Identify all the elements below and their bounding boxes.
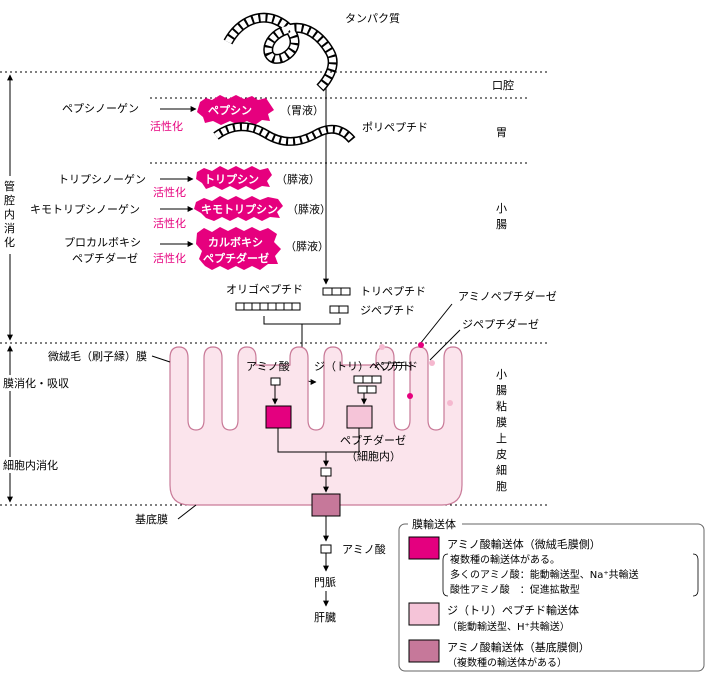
polypeptide-label: ポリペプチド bbox=[362, 121, 428, 134]
amino-acid-out-label: アミノ酸 bbox=[342, 542, 386, 556]
legend: 膜輸送体 アミノ酸輸送体（微絨毛膜側） 複数種の輸送体がある。 多くのアミノ酸：… bbox=[398, 517, 705, 672]
tripeptide-label: トリペプチド bbox=[360, 285, 426, 298]
pepsinogen-label: ペプシノーゲン bbox=[62, 102, 139, 115]
legend-item3-title: アミノ酸輸送体（基底膜側） bbox=[447, 640, 590, 654]
aminopeptidase-label: アミノペプチダーゼ bbox=[458, 289, 557, 303]
carboxypeptidase-label-1: カルボキシ bbox=[208, 235, 263, 249]
amino-acid-in-label: アミノ酸 bbox=[246, 359, 290, 373]
pepsin-activation-label: 活性化 bbox=[150, 119, 183, 133]
legend-swatch-basal bbox=[408, 639, 440, 663]
epithelial-cell bbox=[169, 346, 463, 506]
microvilli-pointer bbox=[151, 355, 171, 363]
amino-acid-molecule-cell bbox=[320, 467, 332, 477]
trypsin-label: トリプシン bbox=[204, 172, 259, 186]
legend-swatch-dipeptide bbox=[408, 602, 440, 626]
legend-item1-line3: 酸性アミノ酸 ：促進拡散型 bbox=[450, 583, 580, 596]
pancreatic-juice-label-1: （膵液） bbox=[276, 172, 320, 186]
legend-item3-line1: （複数種の輸送体がある） bbox=[447, 656, 567, 669]
pepsin-burst bbox=[197, 95, 274, 125]
oligopeptide-label: オリゴペプチド bbox=[226, 282, 303, 296]
carboxypeptidase-burst bbox=[196, 227, 281, 270]
legend-item1-line1: 複数種の輸送体がある。 bbox=[450, 553, 560, 566]
microvilli-membrane-label: 微絨毛（刷子縁）膜 bbox=[48, 349, 147, 363]
aminopeptidase-dot-1 bbox=[418, 342, 424, 348]
peptide-merge-bracket bbox=[263, 316, 341, 325]
dipeptide-label: ジペプチド bbox=[360, 304, 415, 317]
chymotrypsin-burst bbox=[194, 196, 283, 221]
chymotrypsin-label: キモトリプシン bbox=[201, 202, 278, 216]
legend-item1-title: アミノ酸輸送体（微絨毛膜側） bbox=[447, 537, 601, 551]
dipeptidase-dot-2 bbox=[429, 360, 435, 366]
protein-chain bbox=[223, 12, 338, 92]
basement-pointer bbox=[177, 504, 197, 520]
intracellular-label: （細胞内） bbox=[346, 449, 401, 463]
label-lumen-digestion: 管腔内消化 bbox=[4, 179, 15, 249]
portal-vein-label: 門脈 bbox=[314, 575, 336, 589]
oligopeptide-chain bbox=[235, 302, 301, 311]
legend-item2-line1: （能動輸送型、H⁺共輸送） bbox=[447, 620, 570, 633]
dipeptidase-pointer bbox=[429, 329, 461, 361]
amino-acid-molecule-out bbox=[320, 544, 332, 554]
label-membrane-digestion: 膜消化・吸収 bbox=[3, 376, 69, 390]
dipeptidase-dot-1 bbox=[379, 344, 385, 350]
dipeptidase-dot-3 bbox=[447, 400, 453, 406]
chymotrypsin-activation-label: 活性化 bbox=[153, 216, 186, 230]
legend-swatch-apical bbox=[408, 536, 440, 560]
apical-amino-acid-transporter bbox=[265, 405, 292, 429]
region-small-intestine: 小腸 bbox=[496, 202, 507, 231]
pancreatic-juice-label-2: （膵液） bbox=[287, 202, 331, 216]
chymotrypsinogen-label: キモトリプシノーゲン bbox=[30, 203, 140, 216]
region-stomach: 胃 bbox=[496, 126, 507, 139]
dipeptide-chain bbox=[329, 305, 349, 314]
region-mouth: 口腔 bbox=[492, 78, 514, 92]
carboxypeptidase-label-2: ペプチダーゼ bbox=[203, 251, 269, 265]
tripeptide-chain bbox=[322, 287, 351, 296]
peptide-suffix-label: ペプチド bbox=[374, 360, 418, 373]
basal-amino-acid-transporter bbox=[311, 493, 341, 517]
liver-label: 肝臓 bbox=[314, 611, 336, 624]
trypsinogen-label: トリプシノーゲン bbox=[58, 173, 146, 186]
legend-title: 膜輸送体 bbox=[412, 517, 456, 531]
peptidase-label: ペプチダーゼ bbox=[340, 433, 406, 447]
di-tri-molecules-in bbox=[353, 375, 382, 394]
boundary-lines bbox=[0, 71, 548, 506]
dipeptidase-label: ジペプチダーゼ bbox=[462, 317, 539, 331]
di-tri-peptide-label: ジ（トリ）ペプチド bbox=[314, 360, 413, 373]
trypsin-activation-label: 活性化 bbox=[153, 185, 186, 199]
procarboxypeptidase-label-1: プロカルボキシ bbox=[64, 236, 141, 249]
procarboxypeptidase-label-2: ペプチダーゼ bbox=[72, 251, 138, 265]
aminopeptidase-dot-2 bbox=[407, 393, 413, 399]
gastric-juice-label: （胃液） bbox=[280, 103, 324, 117]
legend-item2-title: ジ（トリ）ペプチド輸送体 bbox=[447, 603, 579, 617]
amino-acid-molecule-in bbox=[270, 377, 281, 386]
basement-membrane-label: 基底膜 bbox=[135, 512, 168, 526]
polypeptide-chain bbox=[213, 122, 356, 146]
intracellular-flow-amino bbox=[277, 428, 329, 467]
trypsin-burst bbox=[196, 166, 272, 190]
pancreatic-juice-label-3: （膵液） bbox=[285, 239, 329, 253]
pepsin-label: ペプシン bbox=[208, 103, 252, 117]
legend-item1-line2: 多くのアミノ酸：能動輸送型、Na⁺共輸送 bbox=[450, 568, 639, 581]
region-mucosa: 小腸粘膜上皮細胞 bbox=[496, 368, 507, 493]
label-intracellular-digestion: 細胞内消化 bbox=[3, 458, 58, 472]
protein-label: タンパク質 bbox=[345, 11, 400, 25]
dipeptide-transporter bbox=[346, 405, 373, 429]
carboxypeptidase-activation-label: 活性化 bbox=[153, 251, 186, 265]
aminopeptidase-pointer bbox=[419, 303, 453, 345]
